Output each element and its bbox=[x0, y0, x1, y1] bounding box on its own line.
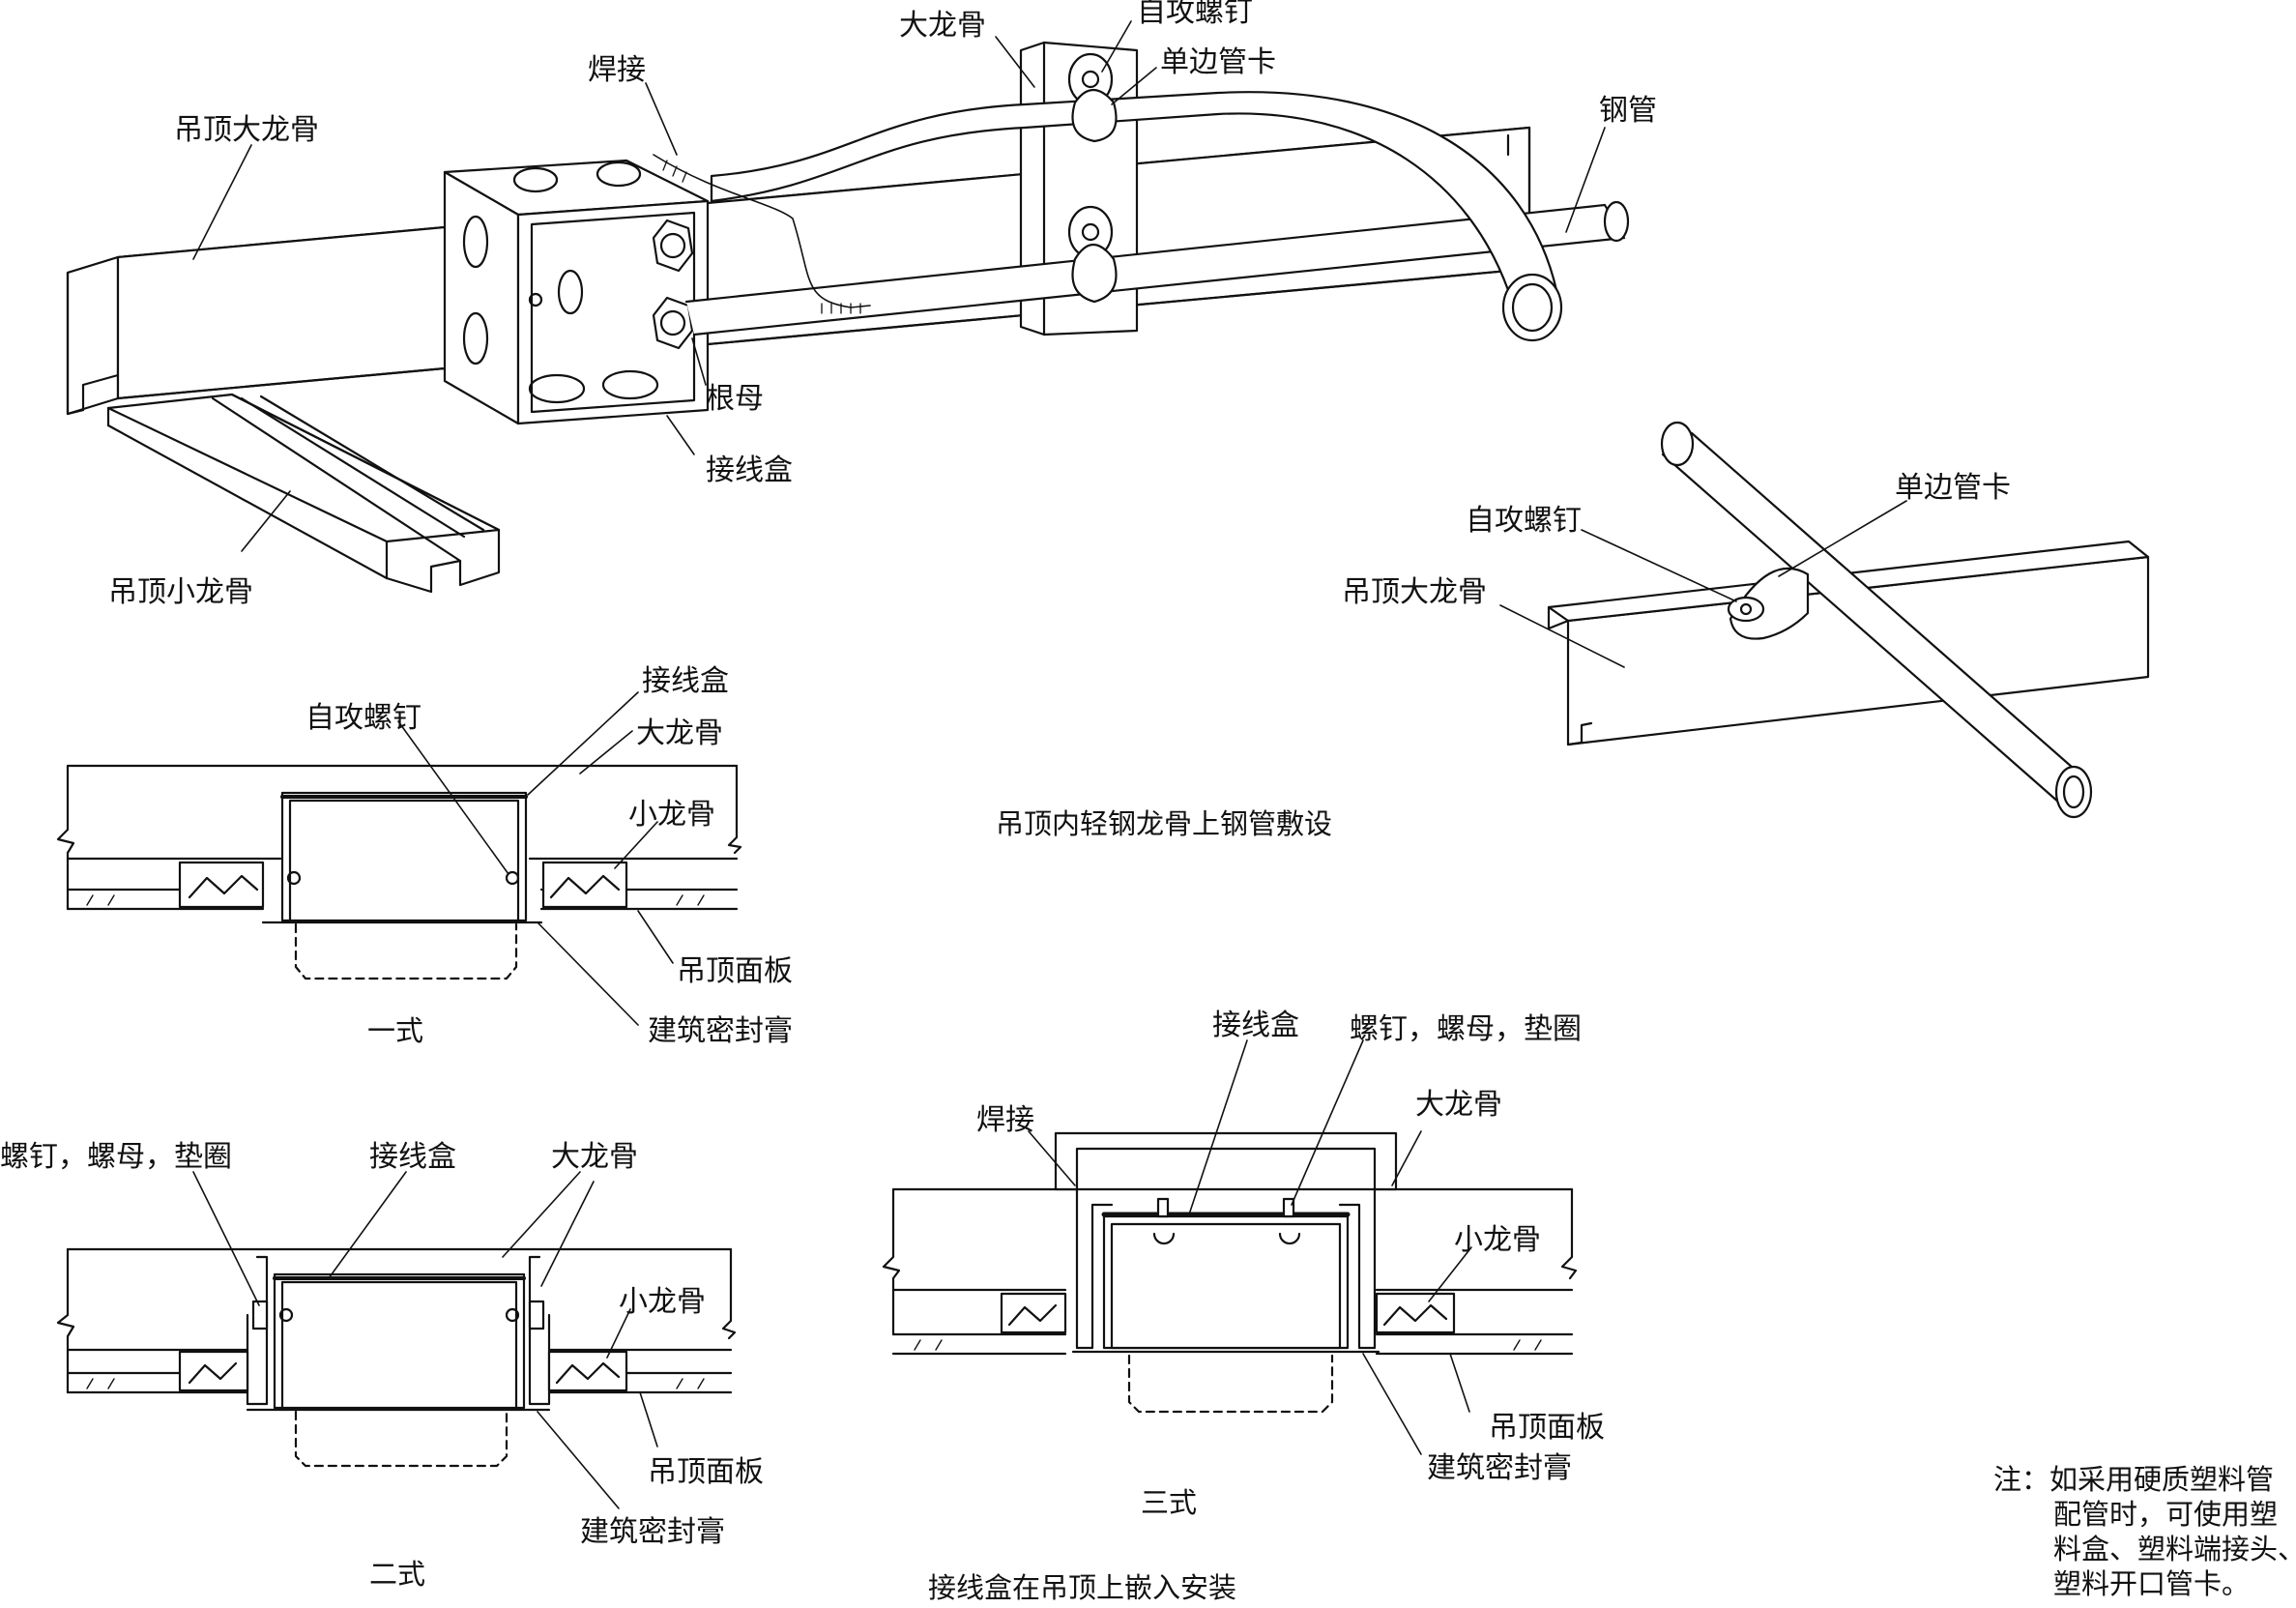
note-block: 注：如采用硬质塑料管 配管时，可使用塑 料盒、塑料端接头、 塑料开口管卡。 bbox=[1993, 1462, 2296, 1601]
label-junction-box-s1: 接线盒 bbox=[642, 664, 729, 698]
label-main-joist-s1: 大龙骨 bbox=[636, 716, 723, 750]
label-sealant-s1: 建筑密封膏 bbox=[648, 1014, 793, 1048]
label-self-tapping-screw-top: 自攻螺钉 bbox=[1137, 0, 1253, 29]
weld-ticks bbox=[663, 161, 860, 313]
label-main-joist-s2: 大龙骨 bbox=[551, 1140, 638, 1174]
isometric-clip-detail bbox=[1500, 423, 2148, 817]
label-main-joist-top: 大龙骨 bbox=[899, 9, 986, 43]
label-self-tapping-screw-right: 自攻螺钉 bbox=[1466, 504, 1582, 538]
label-ceiling-main-joist-right: 吊顶大龙骨 bbox=[1342, 575, 1487, 609]
caption-style-2: 二式 bbox=[369, 1558, 426, 1591]
label-sealant-s3: 建筑密封膏 bbox=[1427, 1451, 1572, 1485]
weld-seam bbox=[654, 155, 870, 307]
caption-style-3: 三式 bbox=[1141, 1486, 1198, 1519]
label-sub-joist-s2: 小龙骨 bbox=[619, 1285, 706, 1319]
note-line-3: 料盒、塑料端接头、 bbox=[2053, 1533, 2296, 1565]
label-junction-box-s3: 接线盒 bbox=[1212, 1009, 1299, 1042]
label-weld-top: 焊接 bbox=[588, 53, 646, 87]
right-pipe-shape bbox=[1662, 423, 2091, 817]
label-self-tapping-screw-s1: 自攻螺钉 bbox=[305, 701, 421, 735]
label-ceiling-main-joist: 吊顶大龙骨 bbox=[174, 113, 319, 147]
label-single-side-clip-right: 单边管卡 bbox=[1895, 471, 2011, 505]
label-sealant-s2: 建筑密封膏 bbox=[580, 1515, 725, 1549]
label-ceiling-sub-joist: 吊顶小龙骨 bbox=[108, 575, 253, 609]
label-steel-pipe: 钢管 bbox=[1599, 94, 1657, 128]
leaders-top bbox=[193, 21, 1605, 551]
label-bolt-nut-washer-s3: 螺钉，螺母，垫圈 bbox=[1350, 1012, 1582, 1046]
right-clip-shape bbox=[1729, 569, 1808, 639]
label-junction-box-s2: 接线盒 bbox=[369, 1140, 456, 1174]
caption-style-1: 一式 bbox=[367, 1014, 424, 1047]
label-junction-box-top: 接线盒 bbox=[706, 453, 793, 487]
label-weld-s3: 焊接 bbox=[976, 1103, 1034, 1137]
note-line-1: 注：如采用硬质塑料管 bbox=[1993, 1463, 2275, 1496]
label-lock-nut: 根母 bbox=[706, 382, 764, 416]
section-style-2 bbox=[58, 1172, 735, 1508]
style1-sub-joist-right bbox=[543, 862, 626, 907]
label-main-joist-s3: 大龙骨 bbox=[1415, 1088, 1502, 1122]
label-sub-joist-s3: 小龙骨 bbox=[1454, 1223, 1541, 1257]
lower-pipe-shape bbox=[686, 202, 1628, 335]
label-sub-joist-s1: 小龙骨 bbox=[628, 798, 715, 832]
section-style-1 bbox=[58, 692, 741, 1025]
style1-sub-joist-left bbox=[180, 862, 263, 907]
label-ceiling-panel-s2: 吊顶面板 bbox=[648, 1455, 764, 1489]
label-ceiling-panel-s3: 吊顶面板 bbox=[1489, 1411, 1605, 1445]
note-line-2: 配管时，可使用塑 bbox=[2053, 1498, 2279, 1531]
junction-box-shape bbox=[445, 161, 708, 424]
section-style-3 bbox=[884, 1040, 1576, 1454]
caption-bottom: 接线盒在吊顶上嵌入安装 bbox=[928, 1571, 1237, 1604]
leaders-right bbox=[1500, 501, 1906, 667]
note-line-4: 塑料开口管卡。 bbox=[2053, 1567, 2251, 1600]
isometric-main-view bbox=[68, 21, 1628, 592]
label-bolt-nut-washer-s2: 螺钉，螺母，垫圈 bbox=[0, 1140, 232, 1174]
caption-top: 吊顶内轻钢龙骨上钢管敷设 bbox=[996, 807, 1333, 840]
label-single-side-clip-top: 单边管卡 bbox=[1160, 45, 1276, 79]
ceiling-sub-joist-shape bbox=[108, 395, 499, 592]
label-ceiling-panel-s1: 吊顶面板 bbox=[677, 954, 793, 988]
steel-pipe-shape bbox=[712, 90, 1561, 340]
